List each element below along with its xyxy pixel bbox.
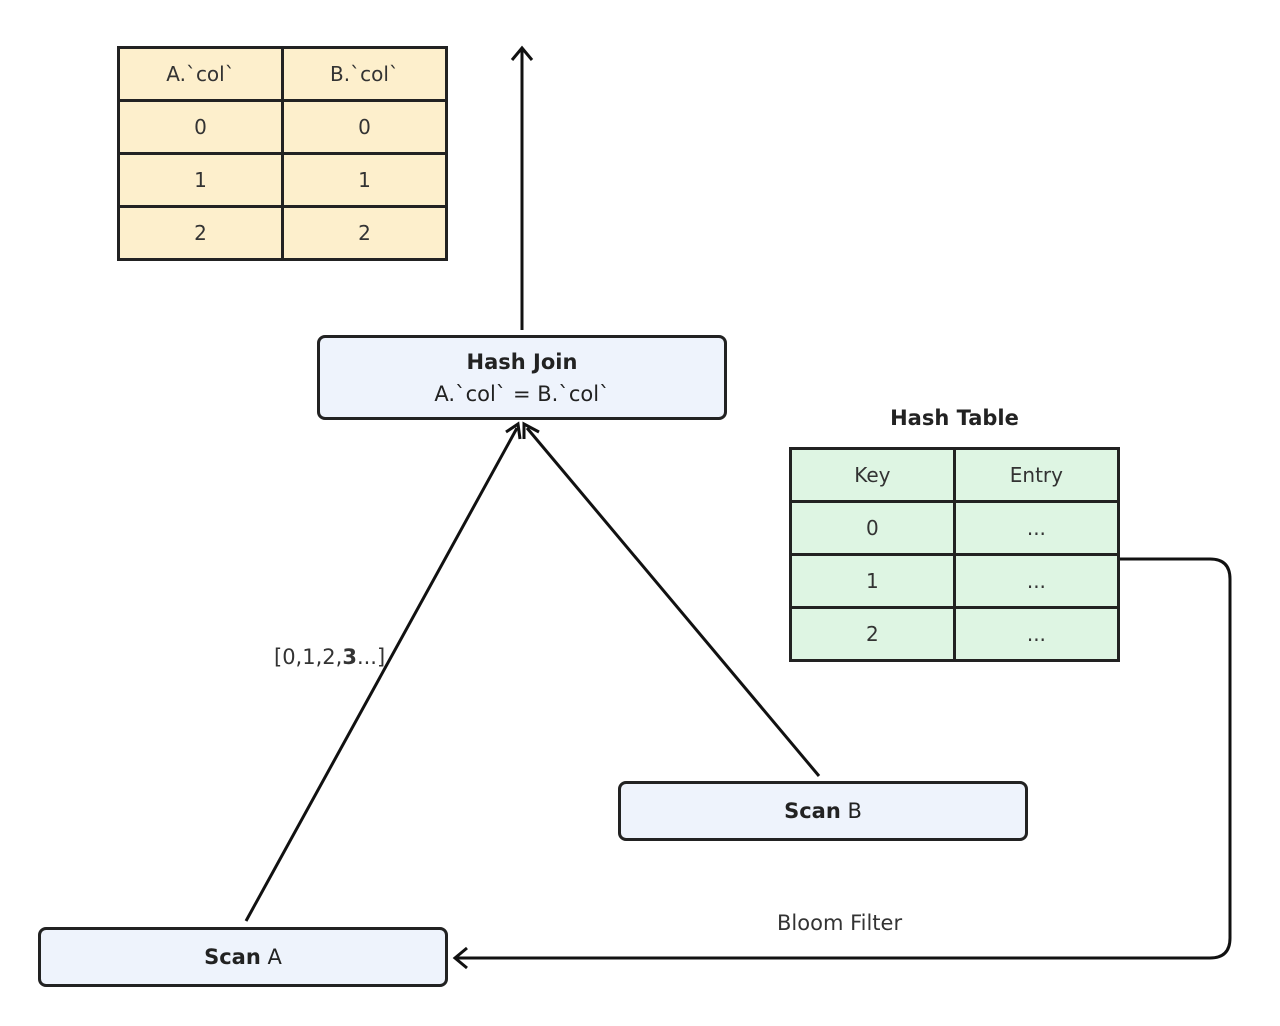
table-cell: 2 xyxy=(117,205,284,261)
header-cell: A.`col` xyxy=(117,46,284,102)
header-cell: B.`col` xyxy=(280,46,449,102)
bloom-filter-arrowhead xyxy=(452,946,468,970)
stream-values-label: [0,1,2,3...] xyxy=(274,645,385,669)
scan-b-keyword: Scan xyxy=(784,799,841,823)
table-cell: ... xyxy=(952,606,1121,662)
table-row: 0 0 xyxy=(117,99,449,155)
scan-a-keyword: Scan xyxy=(204,945,261,969)
table-cell: ... xyxy=(952,553,1121,609)
table-row: 2 2 xyxy=(117,205,449,261)
table-cell: 1 xyxy=(117,152,284,208)
table-row: 0 ... xyxy=(789,500,1121,556)
bloom-filter-label: Bloom Filter xyxy=(777,911,903,935)
stream-prefix: [0,1,2, xyxy=(274,645,343,669)
table-cell: 2 xyxy=(280,205,449,261)
table-cell: 0 xyxy=(280,99,449,155)
stream-suffix: ...] xyxy=(356,645,386,669)
header-cell: Entry xyxy=(952,447,1121,503)
table-row: 1 ... xyxy=(789,553,1121,609)
output-arrowhead xyxy=(510,45,534,61)
header-cell: Key xyxy=(789,447,956,503)
table-row: 2 ... xyxy=(789,606,1121,662)
hash-join-node: Hash Join A.`col` = B.`col` xyxy=(317,335,727,420)
scan-a-node: Scan A xyxy=(38,927,448,987)
table-row: 1 1 xyxy=(117,152,449,208)
table-cell: 1 xyxy=(789,553,956,609)
scan-a-table: A xyxy=(267,945,282,969)
hash-table-title: Hash Table xyxy=(890,406,1019,430)
hash-join-condition: A.`col` = B.`col` xyxy=(434,381,610,406)
scan-a-arrowhead xyxy=(505,421,522,440)
table-cell: 0 xyxy=(117,99,284,155)
result-table: A.`col` B.`col` 0 0 1 1 2 2 xyxy=(117,46,449,261)
table-header-row: A.`col` B.`col` xyxy=(117,46,449,102)
hash-table: Key Entry 0 ... 1 ... 2 ... xyxy=(789,447,1121,662)
hash-join-title: Hash Join xyxy=(466,349,578,374)
table-cell: 0 xyxy=(789,500,956,556)
scan-b-arrowhead xyxy=(522,421,540,439)
scan-b-node: Scan B xyxy=(618,781,1028,841)
table-cell: 1 xyxy=(280,152,449,208)
stream-bold-value: 3 xyxy=(342,645,357,669)
bloom-filter-edge xyxy=(456,557,1232,960)
scan-b-to-hash-join-edge xyxy=(525,427,821,777)
table-header-row: Key Entry xyxy=(789,447,1121,503)
scan-b-table: B xyxy=(847,799,862,823)
table-cell: 2 xyxy=(789,606,956,662)
table-cell: ... xyxy=(952,500,1121,556)
scan-a-to-hash-join-edge xyxy=(244,427,519,922)
